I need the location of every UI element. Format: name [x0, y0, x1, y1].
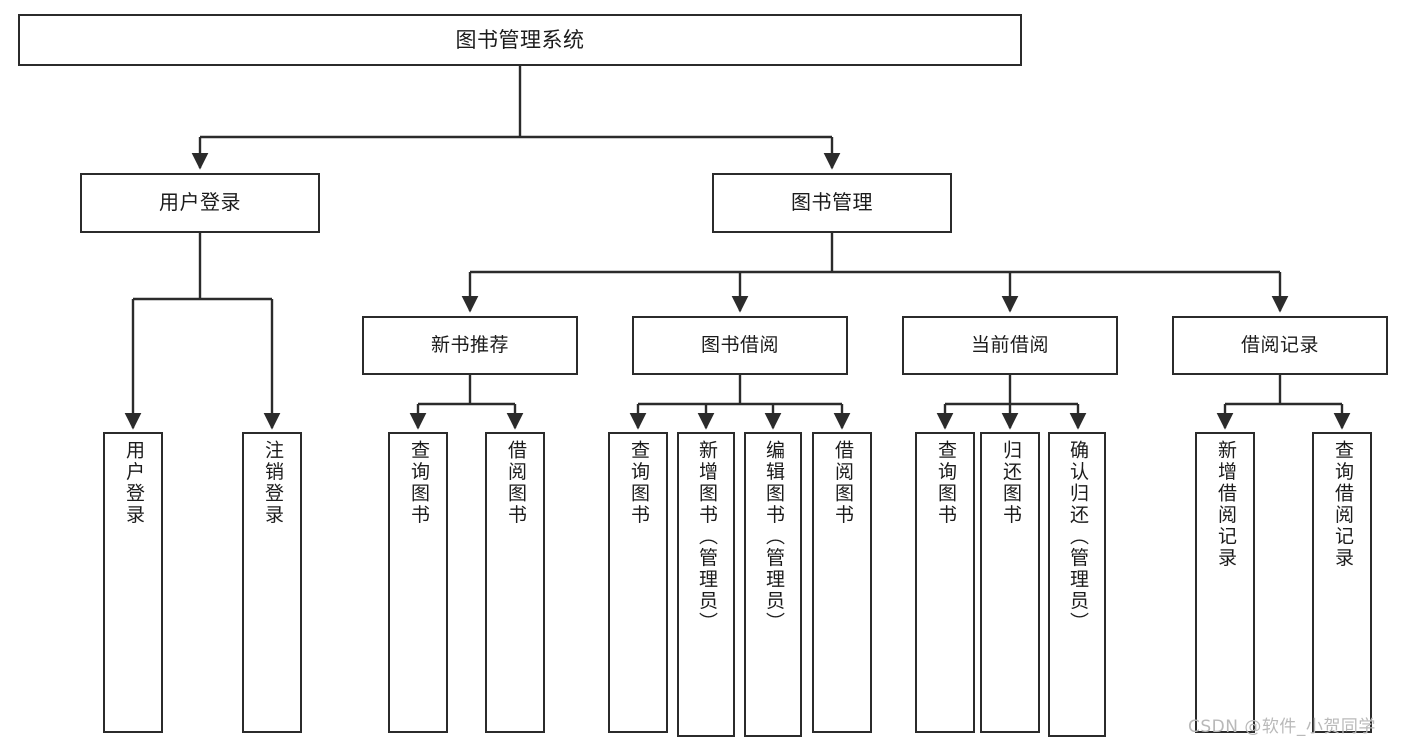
node-label: 新增图书（管理员） — [695, 440, 718, 634]
node-label: 编辑图书（管理员） — [762, 440, 785, 634]
node-label: 归还图书 — [999, 440, 1022, 526]
node-leaf-return-book[interactable]: 归还图书 — [980, 432, 1040, 733]
node-label: 查询图书 — [627, 440, 650, 526]
node-new-book-recommend[interactable]: 新书推荐 — [362, 316, 578, 375]
node-leaf-confirm-return[interactable]: 确认归还（管理员） — [1048, 432, 1106, 737]
node-leaf-query-book-recommend[interactable]: 查询图书 — [388, 432, 448, 733]
node-label: 图书管理 — [791, 190, 873, 215]
node-leaf-borrow-book-recommend[interactable]: 借阅图书 — [485, 432, 545, 733]
node-leaf-user-login[interactable]: 用户登录 — [103, 432, 163, 733]
node-label: 借阅图书 — [831, 440, 854, 526]
node-leaf-add-book[interactable]: 新增图书（管理员） — [677, 432, 735, 737]
node-leaf-query-borrow-record[interactable]: 查询借阅记录 — [1312, 432, 1372, 733]
node-label: 图书借阅 — [700, 334, 779, 357]
node-label: 当前借阅 — [970, 334, 1049, 357]
node-leaf-edit-book[interactable]: 编辑图书（管理员） — [744, 432, 802, 737]
node-borrow-record[interactable]: 借阅记录 — [1172, 316, 1388, 375]
node-label: 查询图书 — [934, 440, 957, 526]
node-label: 查询借阅记录 — [1331, 440, 1354, 569]
node-leaf-query-book-current[interactable]: 查询图书 — [915, 432, 975, 733]
node-label: 用户登录 — [122, 440, 145, 526]
node-label: 图书管理系统 — [455, 27, 585, 52]
node-user-login[interactable]: 用户登录 — [80, 173, 320, 233]
node-label: 借阅图书 — [504, 440, 527, 526]
node-leaf-add-borrow-record[interactable]: 新增借阅记录 — [1195, 432, 1255, 733]
node-label: 新书推荐 — [430, 334, 509, 357]
node-label: 确认归还（管理员） — [1066, 440, 1089, 634]
node-leaf-borrow-book[interactable]: 借阅图书 — [812, 432, 872, 733]
node-current-borrow[interactable]: 当前借阅 — [902, 316, 1118, 375]
node-label: 注销登录 — [261, 440, 284, 526]
node-leaf-query-book-borrow[interactable]: 查询图书 — [608, 432, 668, 733]
node-leaf-logout[interactable]: 注销登录 — [242, 432, 302, 733]
node-label: 用户登录 — [159, 190, 241, 215]
node-label: 借阅记录 — [1240, 334, 1319, 357]
node-label: 查询图书 — [407, 440, 430, 526]
node-book-management-system[interactable]: 图书管理系统 — [18, 14, 1022, 66]
node-book-management[interactable]: 图书管理 — [712, 173, 952, 233]
node-book-borrow[interactable]: 图书借阅 — [632, 316, 848, 375]
node-label: 新增借阅记录 — [1214, 440, 1237, 569]
